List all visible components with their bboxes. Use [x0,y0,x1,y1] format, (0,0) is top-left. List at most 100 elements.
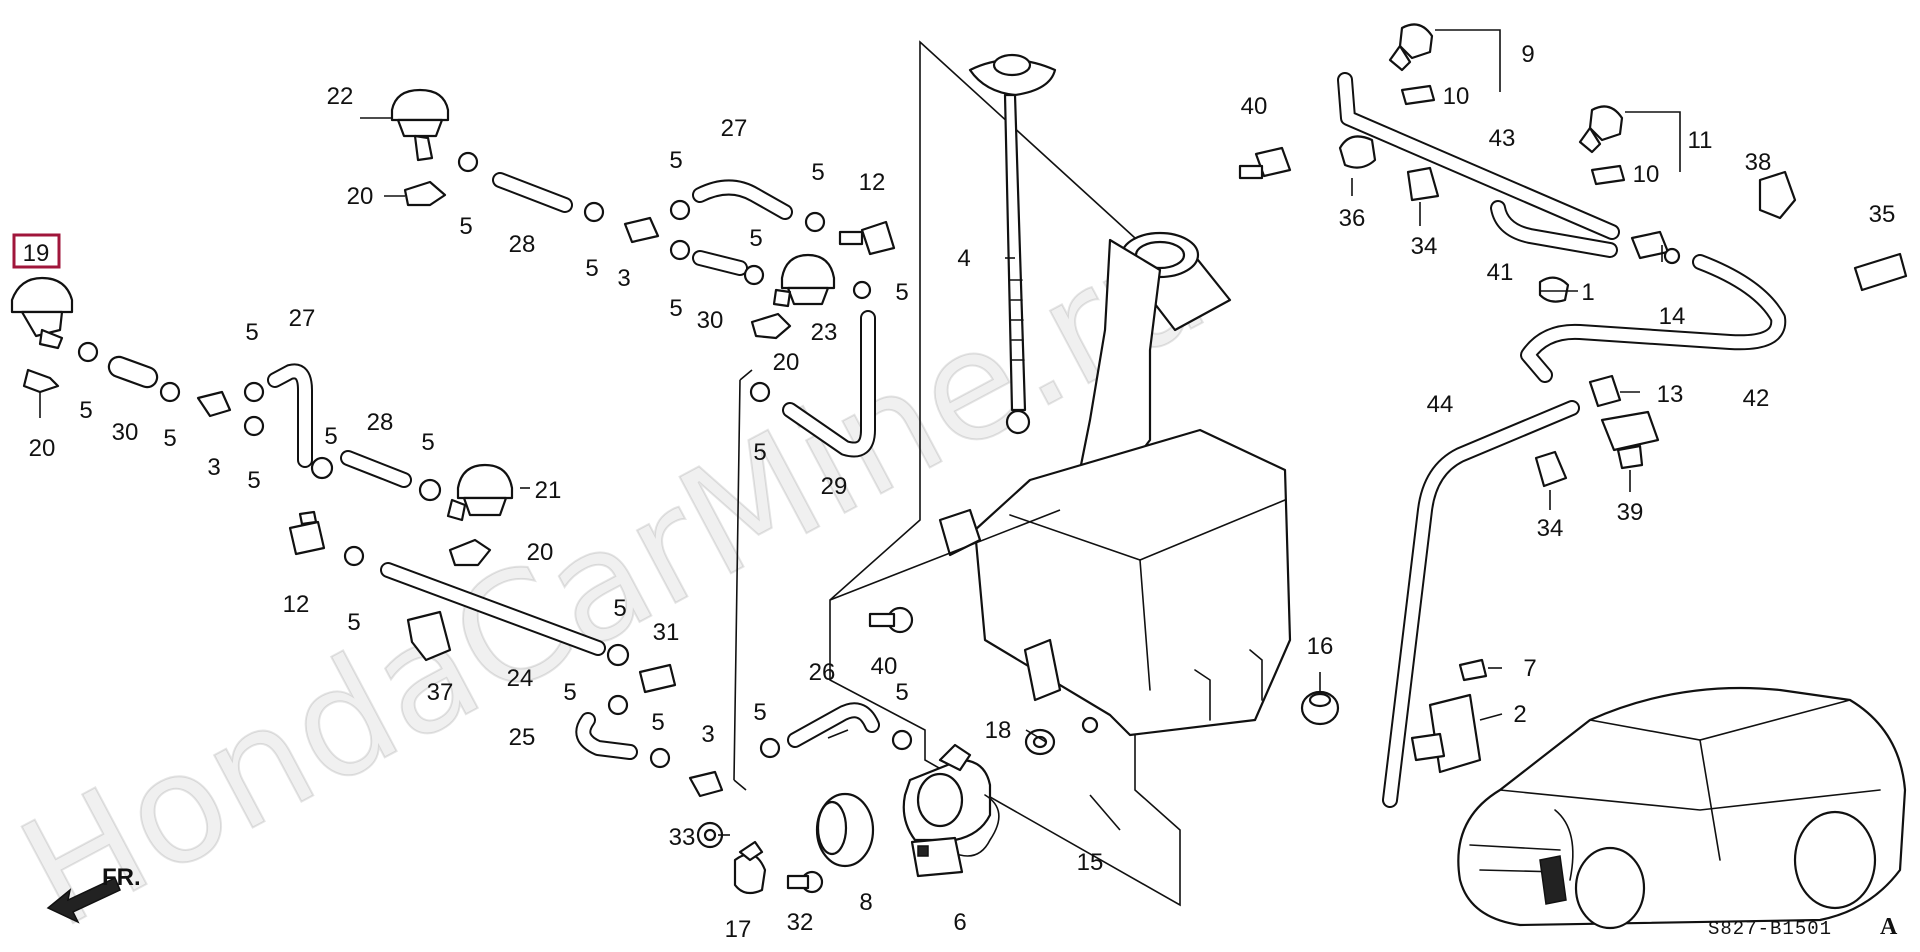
callout-5-m[interactable]: 5 [669,147,682,174]
callout-3-left[interactable]: 3 [207,454,220,481]
t-joint-13[interactable] [1588,374,1622,408]
callout-21[interactable]: 21 [535,477,562,504]
callout-40-left[interactable]: 40 [871,653,898,680]
callout-19[interactable]: 19 [23,240,50,267]
clamp-5o[interactable] [804,211,826,233]
callout-20-upper[interactable]: 20 [347,183,374,210]
callout-22[interactable]: 22 [327,83,354,110]
hose-24-long[interactable] [380,562,630,667]
grommet-16[interactable] [1300,690,1340,726]
callout-5-j[interactable]: 5 [651,709,664,736]
bracket-37[interactable] [406,610,452,662]
nozzle-11[interactable] [1578,105,1624,154]
callout-27-left[interactable]: 27 [289,305,316,332]
callout-11[interactable]: 11 [1688,127,1713,154]
callout-34-lower[interactable]: 34 [1537,515,1564,542]
callout-5-a[interactable]: 5 [79,397,92,424]
callout-5-s[interactable]: 5 [753,699,766,726]
callout-25[interactable]: 25 [509,724,536,751]
bolt-32[interactable] [786,870,824,894]
callout-9[interactable]: 9 [1521,41,1534,68]
callout-2[interactable]: 2 [1513,701,1526,728]
callout-28-upper[interactable]: 28 [509,231,536,258]
callout-10-upper[interactable]: 10 [1443,83,1470,110]
callout-43[interactable]: 43 [1489,125,1516,152]
callout-44[interactable]: 44 [1427,391,1454,418]
callout-5-p[interactable]: 5 [749,225,762,252]
callout-1[interactable]: 1 [1581,279,1594,306]
clip-20b[interactable] [403,180,447,207]
callout-27-upper[interactable]: 27 [721,115,748,142]
callout-16[interactable]: 16 [1307,633,1334,660]
callout-5-h[interactable]: 5 [613,595,626,622]
hose-27-upper[interactable] [692,179,793,220]
clip-36[interactable] [1338,135,1377,169]
callout-5-k[interactable]: 5 [459,213,472,240]
callout-5-r[interactable]: 5 [753,439,766,466]
joint-31[interactable] [638,663,677,694]
callout-20-left[interactable]: 20 [29,435,56,462]
callout-5-b[interactable]: 5 [163,425,176,452]
callout-20-center[interactable]: 20 [773,349,800,376]
callout-14[interactable]: 14 [1659,303,1686,330]
clamp-5r[interactable] [749,381,771,403]
callout-5-o[interactable]: 5 [811,159,824,186]
clamp-5k[interactable] [457,151,479,173]
left-washer-nozzle[interactable] [10,276,265,437]
rear-nozzle-9[interactable] [1388,23,1434,72]
hose-28-upper[interactable] [492,172,573,213]
grommet-33[interactable] [696,821,724,849]
callout-3-lower[interactable]: 3 [701,721,714,748]
clip-34a[interactable] [1406,166,1440,202]
hose-25[interactable] [575,694,724,798]
callout-5-e[interactable]: 5 [324,423,337,450]
callout-33[interactable]: 33 [669,824,696,851]
callout-12-left[interactable]: 12 [283,591,310,618]
bracket-35[interactable] [1853,252,1908,292]
callout-5-f[interactable]: 5 [421,429,434,456]
callout-32[interactable]: 32 [787,909,814,936]
hose-26[interactable] [759,702,913,759]
hose-43[interactable] [1337,72,1620,240]
callout-34-upper[interactable]: 34 [1411,233,1438,260]
callout-5-d[interactable]: 5 [247,467,260,494]
callout-37[interactable]: 37 [427,679,454,706]
washer-pump-6[interactable] [902,743,1000,878]
callout-13[interactable]: 13 [1657,381,1684,408]
callout-4[interactable]: 4 [957,245,970,272]
clip-20c[interactable] [750,312,792,340]
callout-18[interactable]: 18 [985,717,1012,744]
check-valve-14[interactable] [1630,230,1681,265]
callout-15[interactable]: 15 [1077,849,1104,876]
hose-44[interactable] [1382,400,1580,808]
callout-6[interactable]: 6 [953,909,966,936]
clip-20d[interactable] [448,538,492,567]
callout-5-n[interactable]: 5 [669,295,682,322]
level-gauge[interactable] [968,53,1057,435]
callout-5-g[interactable]: 5 [347,609,360,636]
clip-10a[interactable] [1400,84,1436,106]
callout-36[interactable]: 36 [1339,205,1366,232]
pad-7[interactable] [1458,658,1488,682]
callout-10-lower[interactable]: 10 [1633,161,1660,188]
clamp-5m[interactable] [669,199,691,221]
reservoir-tank[interactable] [829,40,1292,907]
callout-42[interactable]: 42 [1743,385,1770,412]
callout-8[interactable]: 8 [859,889,872,916]
callout-31[interactable]: 31 [653,619,680,646]
callout-35[interactable]: 35 [1869,201,1896,228]
hose-29[interactable] [782,310,876,458]
clamp-5n[interactable] [669,239,691,261]
clip-34b[interactable] [1534,450,1568,488]
callout-7[interactable]: 7 [1523,655,1536,682]
pump-grommet-8[interactable] [815,792,875,868]
callout-28-middle[interactable]: 28 [367,409,394,436]
clamp-5l[interactable] [583,201,605,223]
callout-5-i[interactable]: 5 [563,679,576,706]
callout-23[interactable]: 23 [811,319,838,346]
clamp-5p[interactable] [743,264,765,286]
motor-39[interactable] [1600,410,1660,470]
callout-30-left[interactable]: 30 [112,419,139,446]
callout-24[interactable]: 24 [507,665,534,692]
callout-38[interactable]: 38 [1745,149,1772,176]
